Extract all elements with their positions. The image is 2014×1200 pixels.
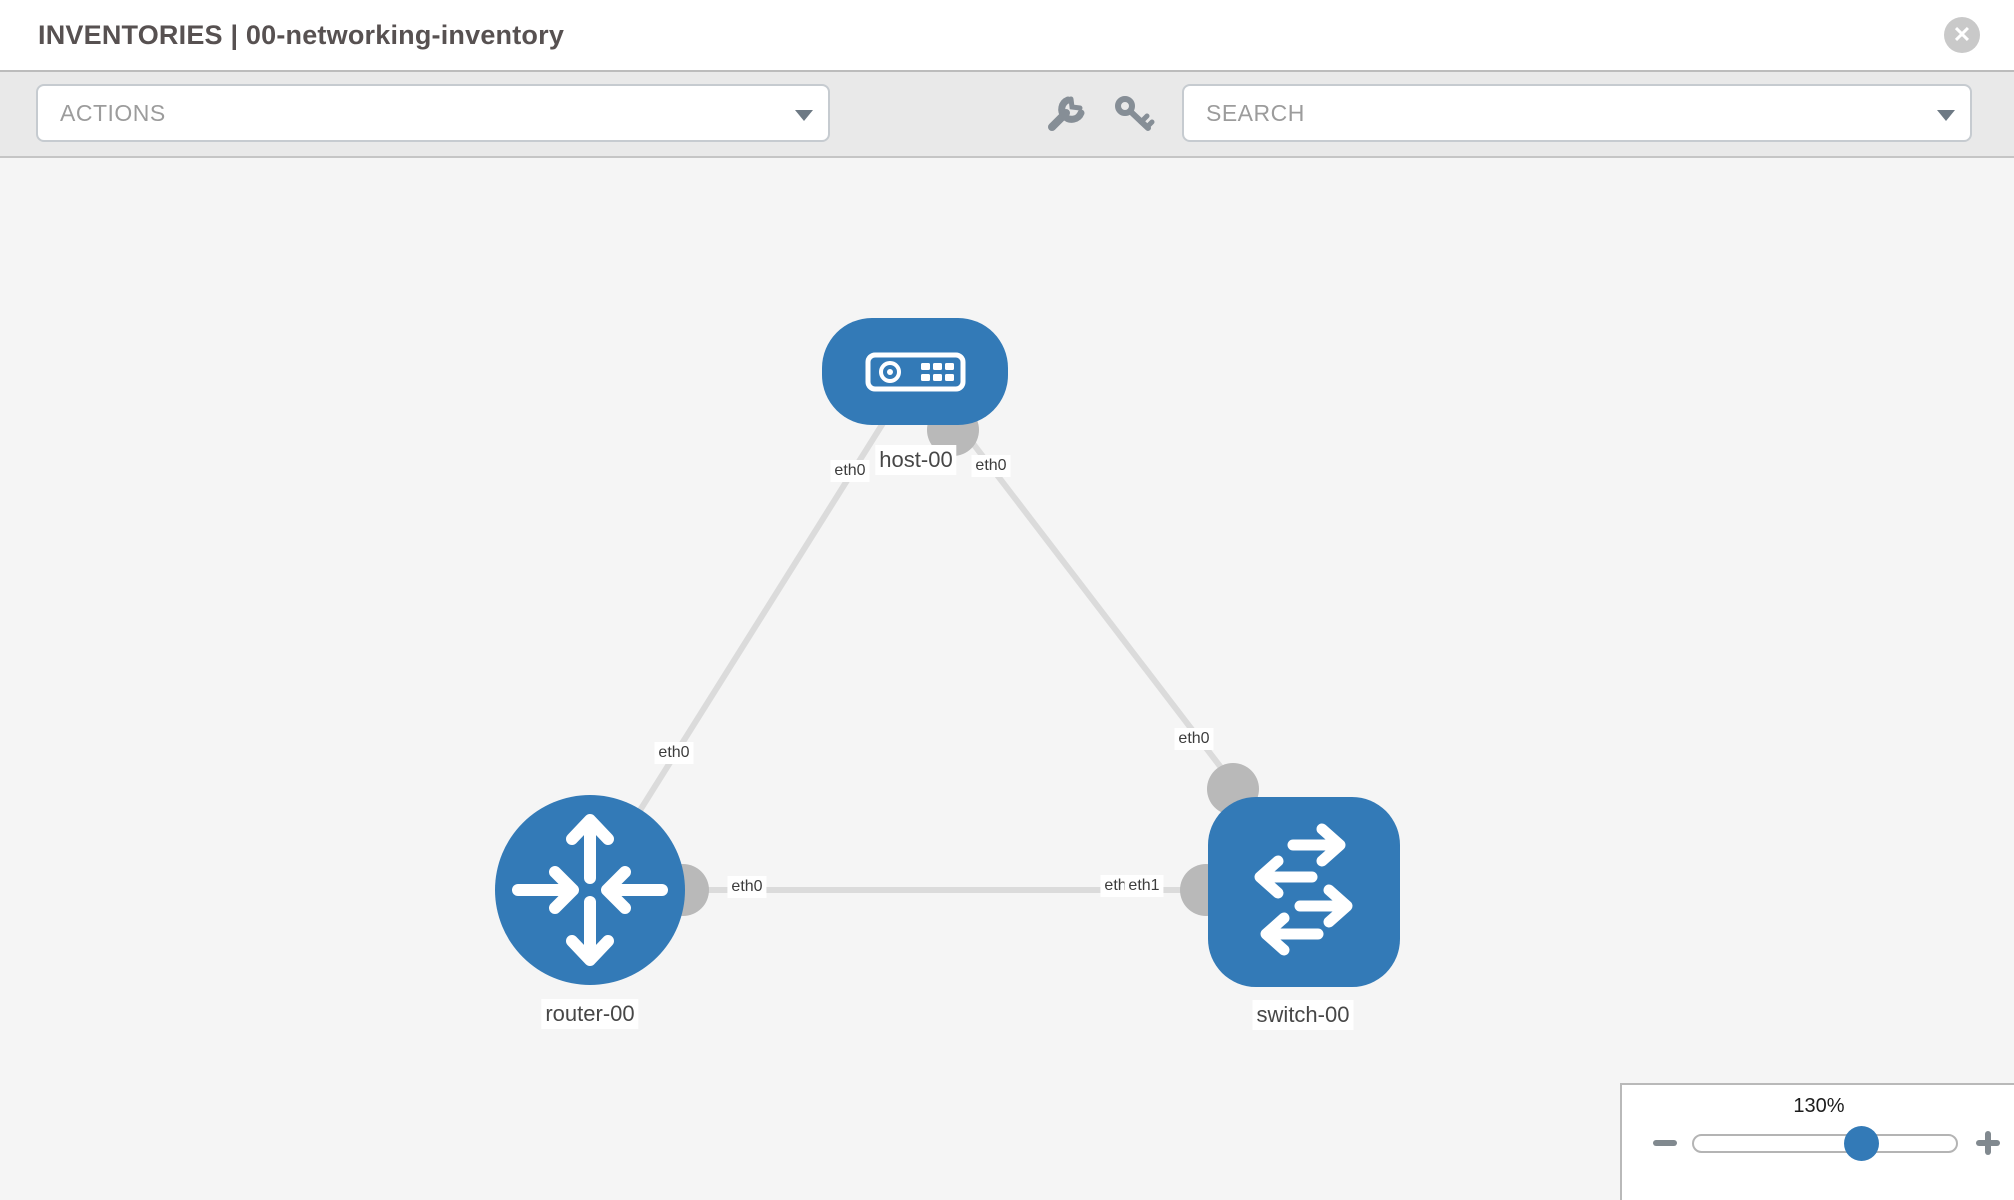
actions-dropdown[interactable]: ACTIONS [36,84,830,142]
chevron-down-icon [1937,110,1955,121]
toolbar: ACTIONS SEARCH [0,72,2014,158]
zoom-out-button[interactable] [1653,1140,1677,1146]
search-dropdown[interactable]: SEARCH [1182,84,1972,142]
actions-dropdown-label: ACTIONS [60,100,166,126]
close-glyph: ✕ [1952,22,1972,47]
interface-label: eth0 [654,742,694,764]
node-router[interactable] [495,795,685,985]
interface-label: eth0 [971,455,1011,477]
node-switch[interactable] [1208,797,1400,987]
chevron-down-icon [795,110,813,121]
node-label-host: host-00 [875,445,957,475]
key-icon[interactable] [1112,94,1156,134]
link-group [587,418,1268,893]
search-dropdown-label: SEARCH [1206,100,1305,126]
zoom-level-value: 130% [1793,1095,1845,1117]
node-label-router: router-00 [541,999,639,1029]
node-label-switch: switch-00 [1252,1000,1354,1030]
page-title: INVENTORIES | 00-networking-inventory [38,20,565,50]
link-host-switch[interactable] [952,418,1268,827]
switch-icon [1254,823,1353,956]
interface-label: eth0 [830,460,870,482]
router-icon [512,814,668,966]
host-icon [865,352,966,392]
zoom-slider-thumb[interactable] [1844,1126,1879,1161]
zoom-slider-track[interactable] [1692,1134,1958,1153]
node-host[interactable] [822,318,1008,425]
interface-label: eth0 [727,876,767,898]
close-icon[interactable]: ✕ [1944,17,1980,53]
interface-label: eth1 [1124,875,1164,897]
wrench-icon[interactable] [1044,94,1088,134]
header-bar: INVENTORIES | 00-networking-inventory ✕ [0,0,2014,72]
interface-dot-group [657,404,1259,916]
zoom-in-button[interactable] [1976,1129,2000,1157]
interface-label: eth0 [1174,728,1214,750]
